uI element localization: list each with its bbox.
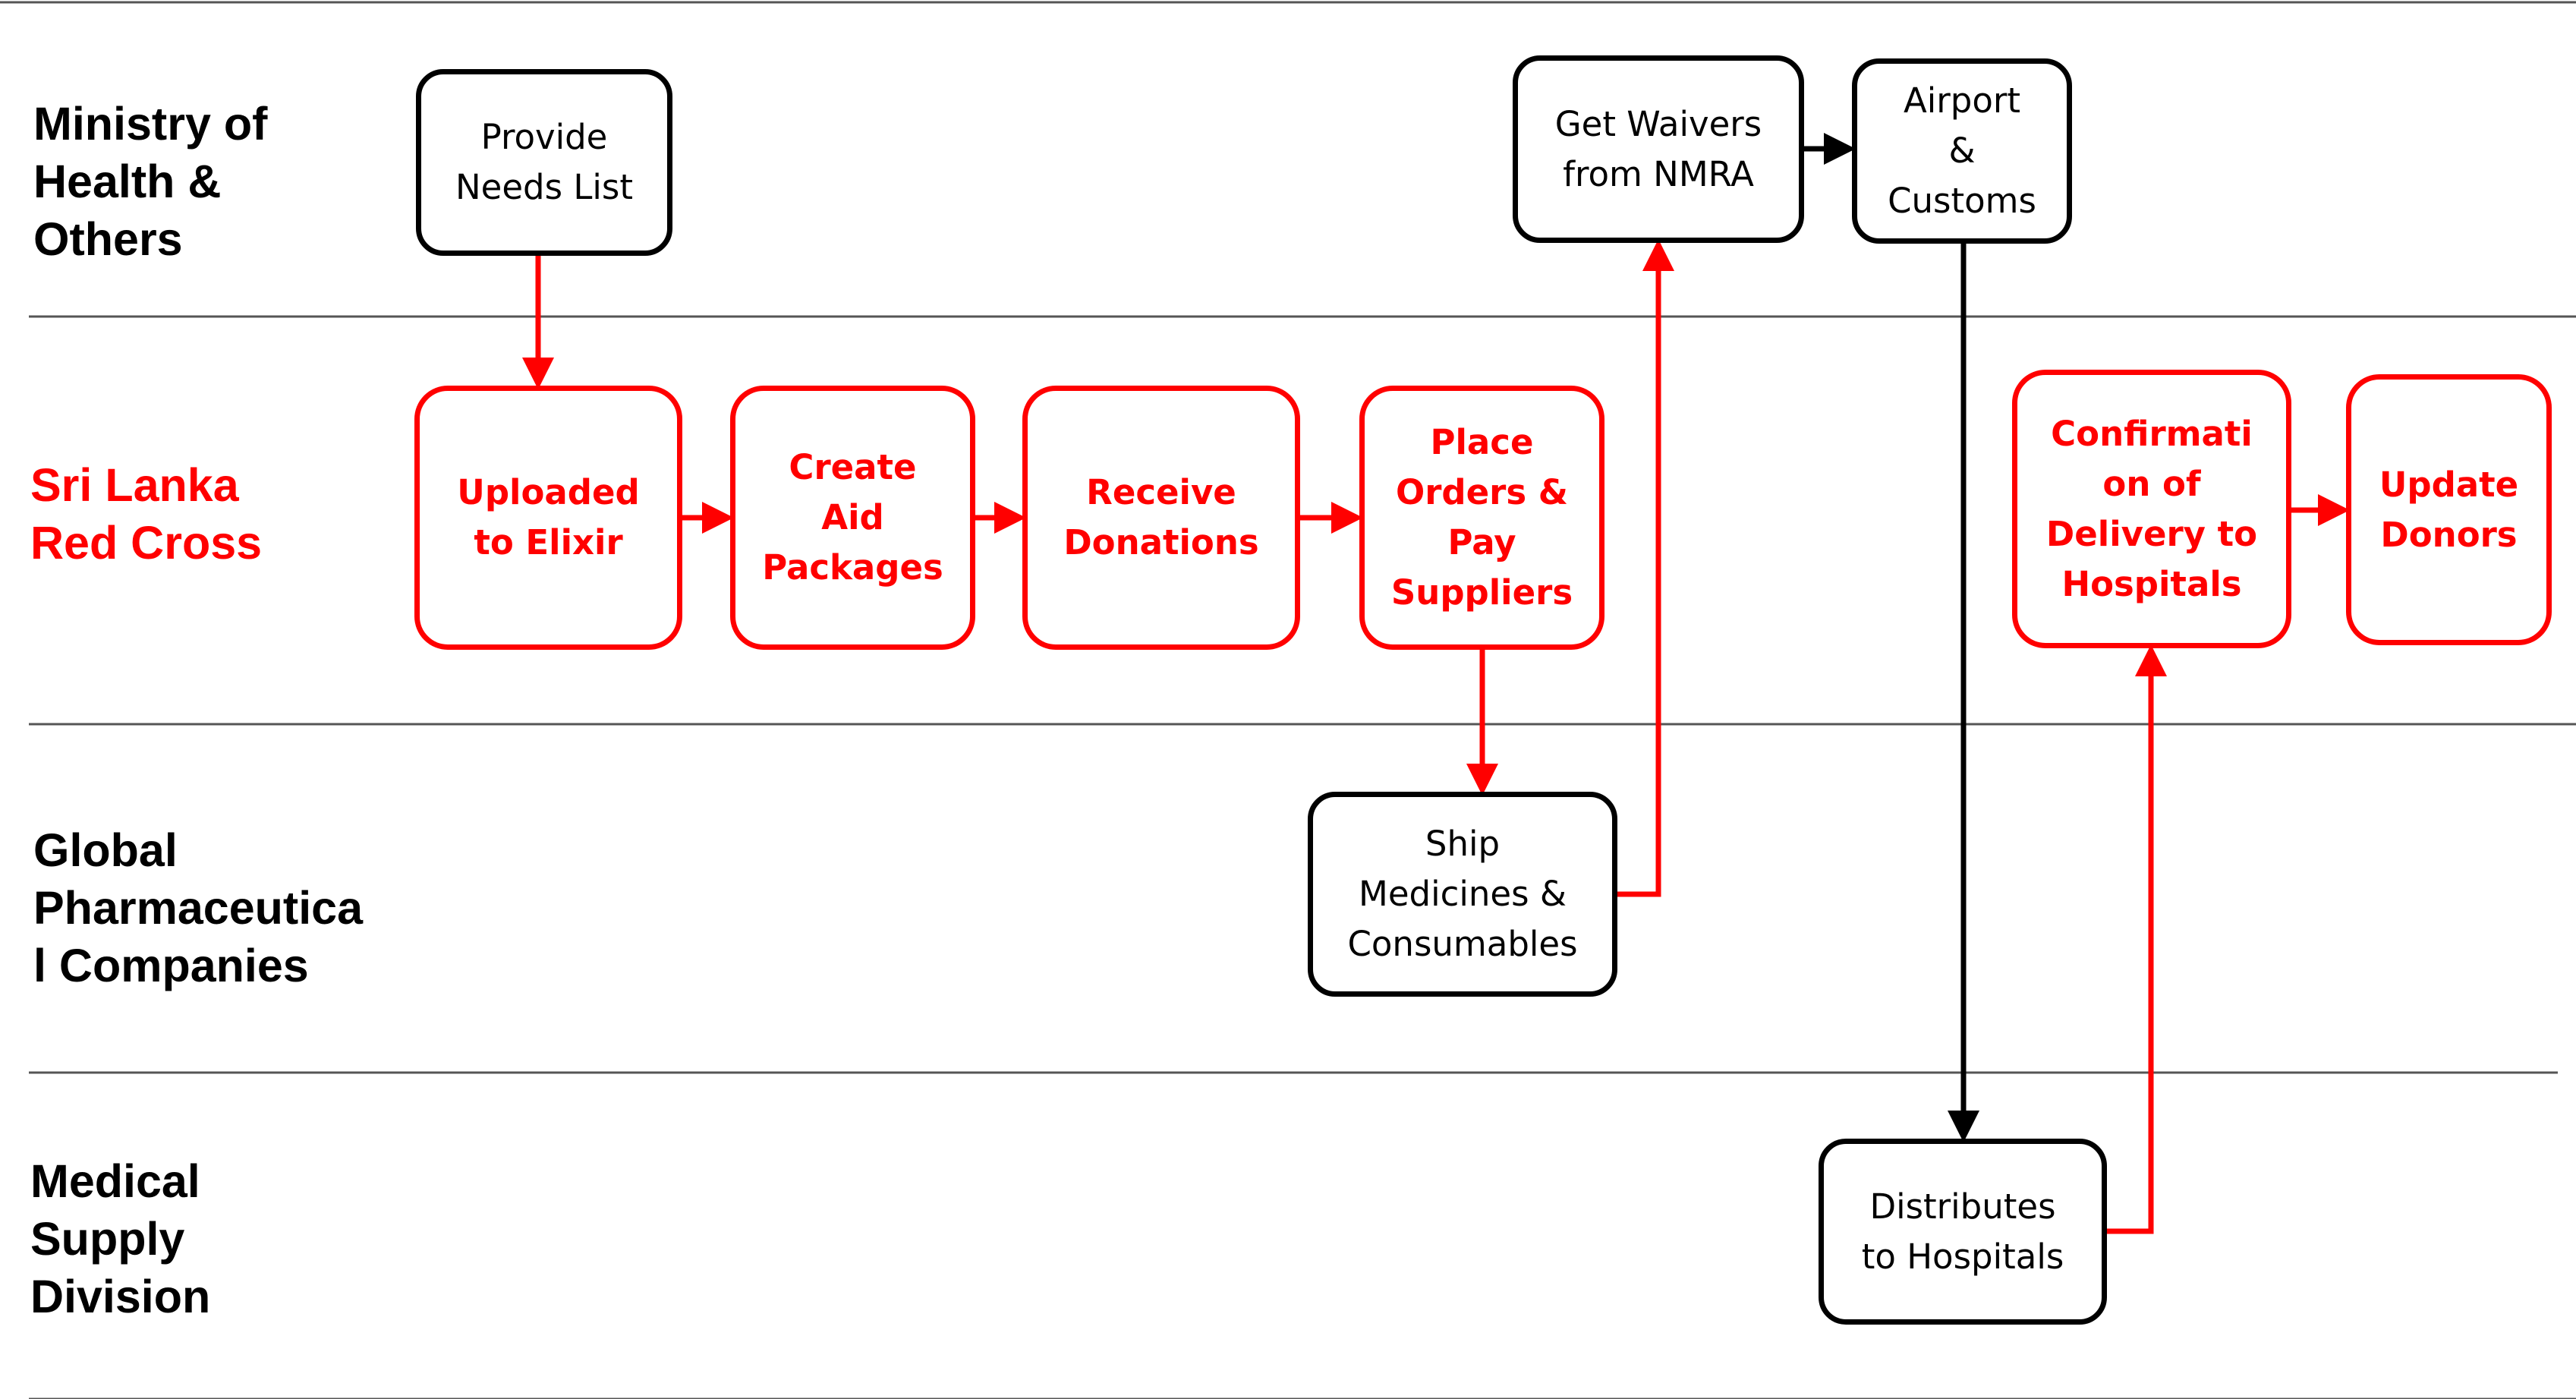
node-get-waivers-from-nmra: Get Waivers from NMRA	[1513, 55, 1804, 243]
connectors	[522, 133, 2350, 1234]
node-create-aid-packages: Create Aid Packages	[730, 386, 975, 650]
arrow-ship-to-waivers	[1617, 239, 1674, 897]
node-airport-customs: Airport & Customs	[1852, 58, 2072, 244]
lane-label-medical-supply-division: Medical Supply Division	[30, 1155, 211, 1322]
node-update-donors: Update Donors	[2346, 374, 2552, 645]
lane-label-sri-lanka-red-cross: Sri Lanka Red Cross	[30, 459, 263, 569]
node-distributes-to-hospitals: Distributes to Hospitals	[1819, 1139, 2107, 1325]
node-uploaded-to-elixir: Uploaded to Elixir	[414, 386, 682, 650]
node-provide-needs-list: Provide Needs List	[416, 69, 672, 256]
lane-label-global-pharmaceutical-companies: Global Pharmaceutica l Companies	[33, 824, 363, 991]
node-ship-medicines-consumables: Ship Medicines & Consumables	[1308, 792, 1617, 997]
lane-label-ministry-of-health: Ministry of Health & Others	[33, 98, 268, 265]
node-receive-donations: Receive Donations	[1022, 386, 1300, 650]
arrow-distribute-to-confirm	[2107, 644, 2167, 1234]
node-place-orders-pay-suppliers: Place Orders & Pay Suppliers	[1359, 386, 1604, 650]
node-confirmation-of-delivery: Confirmati on of Delivery to Hospitals	[2012, 370, 2291, 648]
